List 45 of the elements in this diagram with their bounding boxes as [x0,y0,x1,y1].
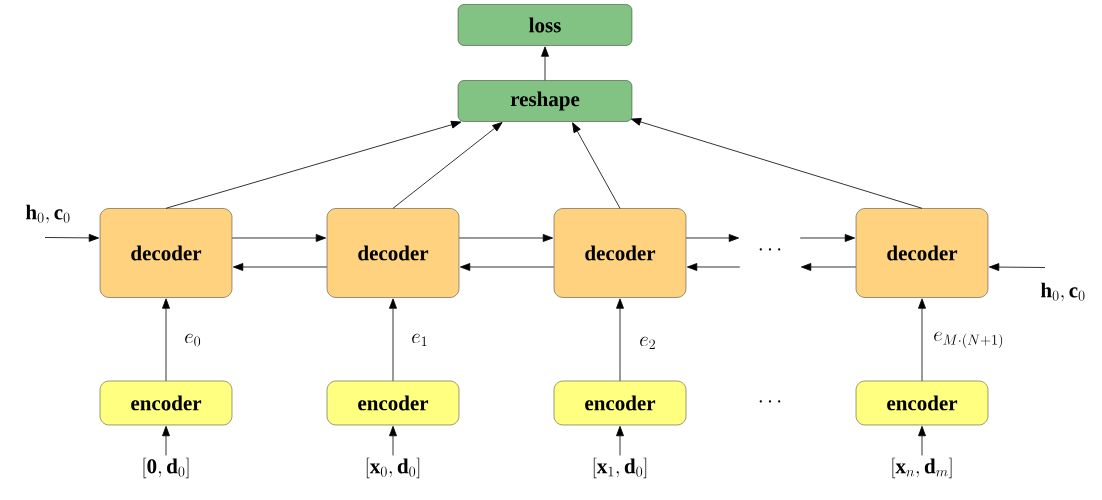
edge-label: $e_{M\cdot(N+1)}$ [932,330,1006,350]
arrow [231,234,327,242]
decoder-box: decoder [326,208,460,298]
encoder-box: encoder [326,380,460,426]
process-box: reshape [457,80,633,122]
edge-label: $e_0$ [183,332,203,347]
process-box: loss [457,4,633,46]
arrow [616,298,624,382]
arrow [233,263,328,271]
arrow [162,298,170,382]
encoder-box: encoder [855,380,989,426]
arrow [572,122,621,209]
arrow [392,122,503,209]
input-label: $[\mathbf{x}_n, \mathbf{d}_m]$ [892,457,952,479]
arrow [458,234,554,242]
encoder-box: encoder [99,380,233,426]
encoder-box: encoder [553,380,687,426]
arrow [801,263,857,271]
state-label: $\mathbf{h}_0, \mathbf{c}_0$ [1040,282,1085,302]
arrow [389,425,397,456]
arrow [460,263,555,271]
arrow [389,298,397,382]
arrow [799,234,856,242]
arrow [44,233,100,242]
decoder-box: decoder [553,208,687,298]
arrow [165,120,462,209]
input-label: $[\mathbf{0}, \mathbf{d}_0]$ [143,457,189,479]
arrow [918,298,926,382]
ellipsis: $\cdots$ [759,400,781,403]
arrow [630,118,923,209]
arrow [687,263,741,271]
arrow [918,425,926,456]
arrow [685,234,740,242]
edge-label: $e_1$ [410,332,430,347]
input-label: $[\mathbf{x}_0, \mathbf{d}_0]$ [366,457,420,479]
state-label: $\mathbf{h}_0, \mathbf{c}_0$ [25,204,70,224]
arrow [162,425,170,456]
arrow [616,425,624,456]
arrow [988,263,1046,271]
arrow [541,46,549,81]
ellipsis: $\cdots$ [759,248,781,251]
input-label: $[\mathbf{x}_1, \mathbf{d}_0]$ [593,457,647,479]
edge-label: $e_2$ [638,335,658,350]
decoder-box: decoder [855,208,989,298]
decoder-box: decoder [99,208,233,298]
